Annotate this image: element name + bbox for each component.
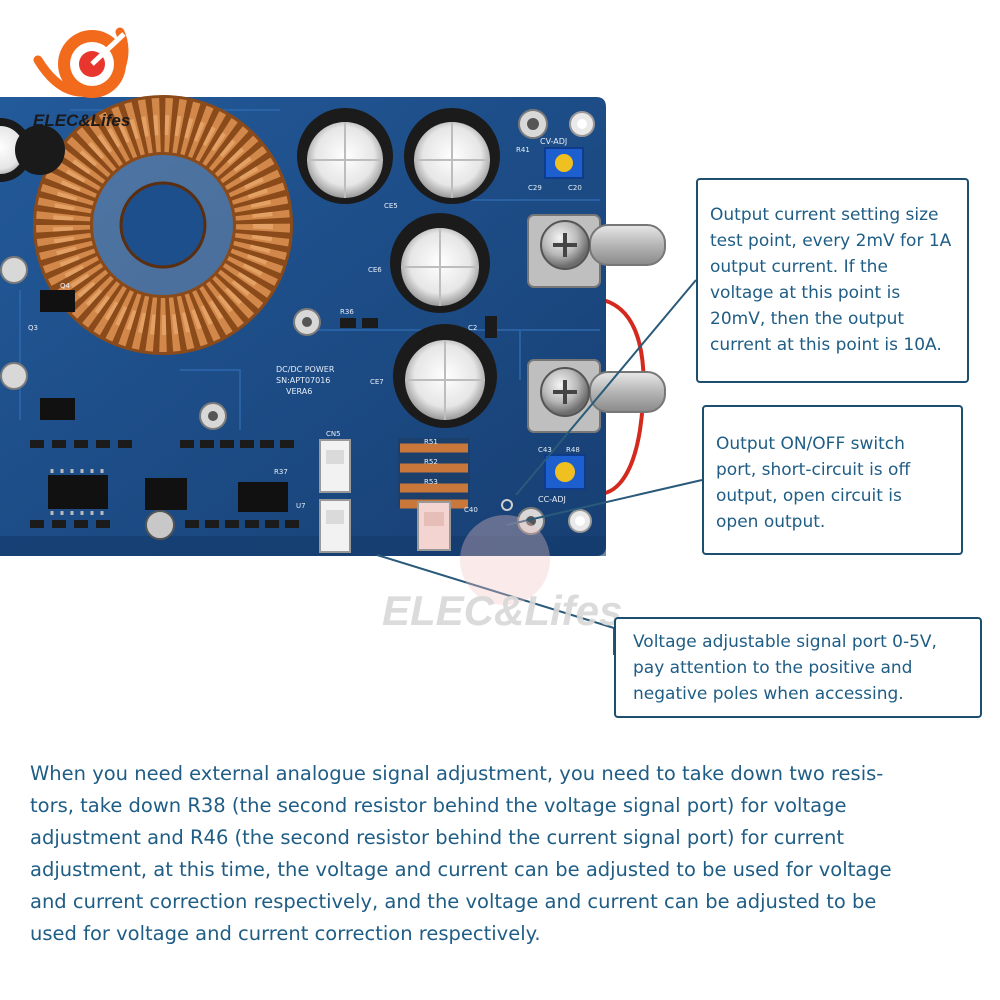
left-capacitors xyxy=(0,118,65,182)
pcb-ce5-label: CE5 xyxy=(384,202,398,210)
footer-line: tors, take down R38 (the second resistor… xyxy=(30,794,847,817)
callout-line: output, open circuit is xyxy=(716,486,902,506)
potentiometer-cc xyxy=(544,454,586,490)
pcb-sn-label: SN:APT07016 xyxy=(276,376,330,385)
callout-voltage-signal-port: Voltage adjustable signal port 0-5V, pay… xyxy=(614,617,982,718)
footer-line: and current correction respectively, and… xyxy=(30,890,877,913)
callout-line: test point, every 2mV for 1A xyxy=(710,231,952,251)
pcb-ce7-label: CE7 xyxy=(370,378,384,386)
capacitor-ce7 xyxy=(393,324,497,428)
terminal-output-negative xyxy=(527,359,666,433)
callout-line: negative poles when accessing. xyxy=(633,684,904,704)
potentiometer-cv xyxy=(544,147,584,179)
pcb-version-label: VERA6 xyxy=(286,387,312,396)
footer-line: used for voltage and current correction … xyxy=(30,922,541,945)
pcb-q4-label: Q4 xyxy=(60,282,71,290)
callout-line: pay attention to the positive and xyxy=(633,658,913,678)
callout-current-test-point: Output current setting size test point, … xyxy=(696,178,969,383)
pcb-q3-label: Q3 xyxy=(28,324,38,332)
pcb-c2-label: C2 xyxy=(468,324,477,332)
leader-line-on-off xyxy=(506,479,703,526)
pcb-c43-label: C43 xyxy=(538,446,552,454)
logo-text: ELEC&Lifes xyxy=(33,111,130,130)
callout-line: current at this point is 10A. xyxy=(710,335,942,355)
connector-current-signal xyxy=(319,439,351,493)
watermark-circle xyxy=(460,515,550,605)
pcb-ce6-label: CE6 xyxy=(368,266,382,274)
test-point-marker xyxy=(501,499,513,511)
pcb-shadow-strip xyxy=(0,536,606,556)
pcb-r52-label: R52 xyxy=(424,458,438,466)
callout-line: port, short-circuit is off xyxy=(716,460,911,480)
pcb-r36-label: R36 xyxy=(340,308,354,316)
watermark-text: ELEC&Lifes xyxy=(382,587,622,634)
leader-line-current-test xyxy=(515,279,697,496)
pcb-model-label: DC/DC POWER xyxy=(276,365,335,374)
callout-line: Output current setting size xyxy=(710,205,939,225)
callout-line: Voltage adjustable signal port 0-5V, xyxy=(633,632,937,652)
capacitor-ce6 xyxy=(390,213,490,313)
pcb-r48-label: R48 xyxy=(566,446,580,454)
pcb-cn5-label: CN5 xyxy=(326,430,341,438)
power-resistors xyxy=(398,438,470,509)
footer-line: adjustment and R46 (the second resistor … xyxy=(30,826,845,849)
toroid-inductor xyxy=(33,95,293,355)
smd-components xyxy=(30,316,497,528)
connector-on-off xyxy=(417,501,451,551)
callout-line: Output ON/OFF switch xyxy=(716,434,905,454)
pcb-u7-label: U7 xyxy=(296,502,306,510)
pcb-c20-label: C20 xyxy=(568,184,582,192)
pcb-r41-label: R41 xyxy=(516,146,530,154)
pcb-r51-label: R51 xyxy=(424,438,438,446)
brand-logo: ELEC&Lifes xyxy=(33,27,130,130)
silkscreen-labels: DC/DC POWER SN:APT07016 VERA6 CV-ADJ CC-… xyxy=(28,137,582,514)
pcb-r37-label: R37 xyxy=(274,468,288,476)
pcb-cc-adj-label: CC-ADJ xyxy=(538,495,566,504)
callout-line: open output. xyxy=(716,512,826,532)
mounting-holes xyxy=(0,109,595,540)
ic-chips xyxy=(40,290,288,515)
callout-on-off-port: Output ON/OFF switch port, short-circuit… xyxy=(702,405,963,555)
pcb-cv-adj-label: CV-ADJ xyxy=(540,137,567,146)
red-wire xyxy=(589,298,646,496)
footer-description: When you need external analogue signal a… xyxy=(30,758,965,950)
capacitor-ce5b xyxy=(404,108,500,204)
pcb-c40-label: C40 xyxy=(464,506,478,514)
callout-line: 20mV, then the output xyxy=(710,309,905,329)
pcb-r53-label: R53 xyxy=(424,478,438,486)
callout-line: output current. If the xyxy=(710,257,888,277)
footer-line: adjustment, at this time, the voltage an… xyxy=(30,858,892,881)
callout-line: voltage at this point is xyxy=(710,283,901,303)
terminal-output-positive xyxy=(527,214,666,288)
pcb-c29-label: C29 xyxy=(528,184,542,192)
footer-line: When you need external analogue signal a… xyxy=(30,762,884,785)
connector-voltage-signal xyxy=(319,499,351,553)
capacitor-ce5a xyxy=(297,108,393,204)
